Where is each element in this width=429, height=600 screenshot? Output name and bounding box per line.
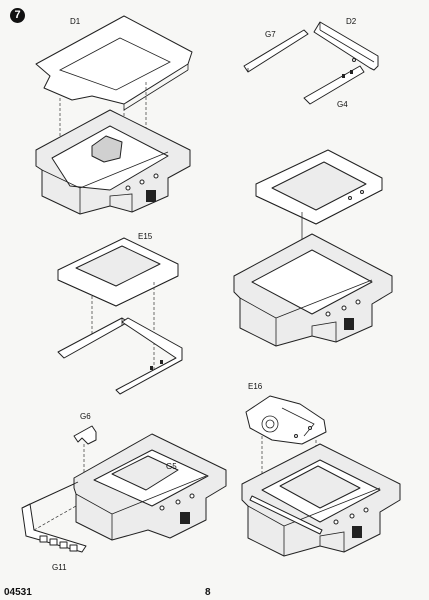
hull-tub-step-4 — [241, 443, 401, 557]
part-g7-rail — [243, 29, 309, 73]
side-plate-lower-right — [115, 317, 183, 395]
guide-line — [33, 505, 77, 531]
callout-g4: G4 — [337, 100, 348, 109]
callout-g7: G7 — [265, 30, 276, 39]
callout-e16: E16 — [248, 382, 263, 391]
part-e15-plate — [57, 237, 179, 307]
callout-g5: G5 — [166, 462, 177, 471]
part-d2-side-plate — [313, 21, 379, 71]
hull-tub-step-1 — [35, 109, 191, 215]
callout-d2: D2 — [346, 17, 357, 26]
part-number: 04531 — [4, 587, 32, 598]
hull-tub-step-2 — [233, 233, 393, 347]
step-number-badge: 7 — [10, 8, 25, 23]
callout-e15: E15 — [138, 232, 153, 241]
part-g6 — [73, 425, 97, 445]
plate-subassembly — [255, 149, 383, 225]
page-number: 8 — [205, 587, 211, 598]
part-g11-track-guard — [21, 481, 87, 553]
callout-g11: G11 — [52, 563, 67, 572]
side-plate-lower-left — [57, 317, 129, 359]
callout-d1: D1 — [70, 17, 81, 26]
part-d1-floor-plate — [35, 15, 193, 111]
callout-g6: G6 — [80, 412, 91, 421]
hull-tub-step-3 — [73, 433, 227, 541]
part-g4-rail — [303, 65, 365, 105]
part-e16-bracket — [245, 395, 327, 445]
